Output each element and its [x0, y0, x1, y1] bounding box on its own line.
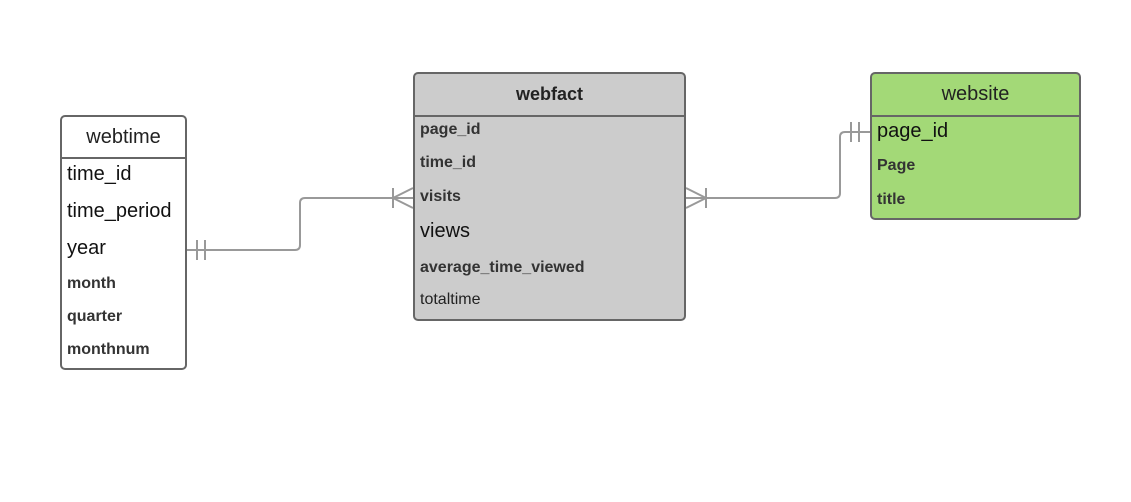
field-page: Page [877, 157, 916, 174]
entity-webtime-title: webtime [62, 117, 185, 159]
field-average-time-viewed: average_time_viewed [420, 259, 585, 276]
field-month: month [67, 275, 116, 292]
field-quarter: quarter [67, 308, 123, 325]
entity-webfact-title: webfact [415, 74, 684, 117]
webfact-crowfoot-right-lower [685, 197, 707, 209]
connector-website-webfact[interactable] [686, 131, 870, 199]
entity-webtime[interactable]: webtime time_id time_period year month q… [60, 115, 187, 370]
field-page-id: page_id [420, 121, 481, 138]
field-monthnum: monthnum [67, 341, 150, 358]
field-visits: visits [420, 188, 461, 205]
entity-website[interactable]: website page_id Page title [870, 72, 1081, 220]
connector-webtime-webfact[interactable] [187, 197, 413, 251]
entity-website-title: website [872, 74, 1079, 117]
field-year: year [67, 237, 106, 259]
webfact-crowfoot-right-upper [685, 187, 707, 199]
field-totaltime: totaltime [420, 291, 481, 308]
webfact-crowfoot-left-upper [392, 187, 414, 199]
webfact-crowfoot-left-lower [392, 197, 414, 209]
field-time-period: time_period [67, 200, 172, 222]
field-title: title [877, 191, 906, 208]
field-time-id: time_id [420, 154, 477, 171]
field-page-id: page_id [877, 120, 949, 142]
field-time-id: time_id [67, 163, 132, 185]
field-views: views [420, 220, 471, 242]
entity-webfact[interactable]: webfact page_id time_id visits views ave… [413, 72, 686, 321]
